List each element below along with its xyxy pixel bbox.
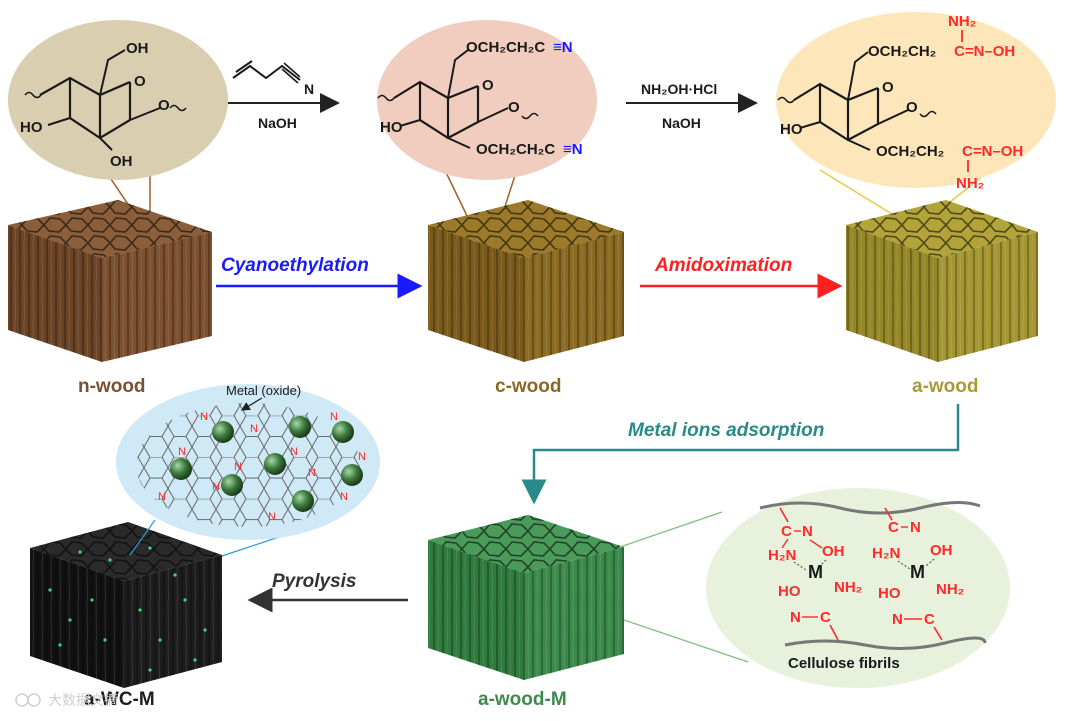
svg-text:N: N xyxy=(358,451,366,463)
left-metal-complex: C N H₂N OH M HO NH₂ N C xyxy=(768,507,862,641)
svg-text:HO: HO xyxy=(878,585,901,602)
nitrile-label: ≡N xyxy=(553,39,573,56)
a-wood-m-label: a-wood-M xyxy=(478,689,567,710)
svg-text:N: N xyxy=(330,411,338,423)
svg-text:OH: OH xyxy=(822,543,845,560)
pyrolysis-label: Pyrolysis xyxy=(272,571,357,592)
hydroxyl-label: HO xyxy=(780,121,803,138)
svg-text:H₂N: H₂N xyxy=(872,545,900,562)
metal-oxide-particles xyxy=(170,416,363,512)
nitrile-label: ≡N xyxy=(563,141,583,158)
ring-oxygen-label: O xyxy=(158,97,170,114)
amidoxime-group-label: C=N–OH xyxy=(954,43,1015,60)
svg-text:N: N xyxy=(178,446,186,458)
pyrolysis-step: Pyrolysis xyxy=(247,571,408,613)
svg-text:N: N xyxy=(212,481,220,493)
svg-text:N: N xyxy=(268,511,276,523)
cellulose-fibrils-label: Cellulose fibrils xyxy=(788,655,900,672)
svg-text:H₂N: H₂N xyxy=(768,547,796,564)
ring-oxygen-label: O xyxy=(482,77,494,94)
right-metal-complex: C N H₂N OH M HO NH₂ N C xyxy=(872,507,964,641)
svg-text:N: N xyxy=(802,523,813,540)
reagent-label: NH₂OH·HCl xyxy=(641,81,717,97)
svg-text:N: N xyxy=(250,423,258,435)
svg-text:C: C xyxy=(888,519,899,536)
metal-adsorption-step: Metal ions adsorption xyxy=(521,404,960,505)
svg-text:N: N xyxy=(340,491,348,503)
metal-center-label: M xyxy=(910,562,925,582)
carbon-matrix-inset: N N N N N N N N N N N N Metal (oxide) xyxy=(116,383,380,557)
svg-text:N: N xyxy=(790,609,801,626)
svg-text:C: C xyxy=(924,611,935,628)
amidoximation-step: Amidoximation xyxy=(640,255,843,299)
structure-ellipse xyxy=(776,12,1056,188)
metal-particle-dots xyxy=(48,546,207,672)
awc-m-block xyxy=(30,522,222,688)
nitrogen-dopants: N N N N N N N N N N N N xyxy=(158,411,366,523)
reagent-label: NaOH xyxy=(662,115,701,131)
hydroxyl-label: HO xyxy=(20,119,43,136)
ring-oxygen-label: O xyxy=(508,99,520,116)
structure-ellipse xyxy=(8,20,228,180)
svg-text:N: N xyxy=(910,519,921,536)
n-wood-block xyxy=(8,200,212,362)
structure-ellipse xyxy=(377,20,597,180)
inset-ellipse xyxy=(706,488,1010,688)
amidoxime-chain-label: OCH₂CH₂ xyxy=(876,143,944,160)
reaction-step-1: N NaOH xyxy=(228,60,340,131)
cyanoethylation-step: Cyanoethylation xyxy=(216,255,423,299)
svg-text:N: N xyxy=(234,461,242,473)
ring-oxygen-label: O xyxy=(882,79,894,96)
svg-text:N: N xyxy=(308,467,316,479)
cyanoethylation-label: Cyanoethylation xyxy=(221,255,369,276)
svg-text:N: N xyxy=(200,411,208,423)
reaction-step-2: NH₂OH·HCl NaOH xyxy=(626,81,758,131)
amidoxime-group-label: C=N–OH xyxy=(962,143,1023,160)
c-wood-label: c-wood xyxy=(495,376,562,397)
cyanoethyl-chain-label: OCH₂CH₂C xyxy=(476,141,555,158)
svg-text:OH: OH xyxy=(930,542,953,559)
n-wood-structure: OH HO OH O O xyxy=(8,20,228,223)
svg-text:C: C xyxy=(820,609,831,626)
amine-label: NH₂ xyxy=(948,13,976,30)
reagent-label: NaOH xyxy=(258,115,297,131)
cellulose-fibril xyxy=(759,501,981,515)
hydroxyl-label: HO xyxy=(380,119,403,136)
acrylonitrile-label: N xyxy=(304,81,314,97)
svg-text:N: N xyxy=(892,611,903,628)
svg-text:N: N xyxy=(158,491,166,503)
hydroxyl-label: OH xyxy=(110,153,133,170)
n-wood-label: n-wood xyxy=(78,376,146,397)
metal-oxide-label: Metal (oxide) xyxy=(226,383,301,398)
process-arrow xyxy=(521,404,960,505)
a-wood-m-block xyxy=(428,515,624,680)
amidoximation-label: Amidoximation xyxy=(654,255,792,276)
watermark: 大数据文摘 xyxy=(15,692,118,708)
ring-oxygen-label: O xyxy=(134,73,146,90)
a-wood-label: a-wood xyxy=(912,376,979,397)
c-wood-block xyxy=(428,200,624,362)
a-wood-structure: NH₂ OCH₂CH₂ C=N–OH HO O O OCH₂CH₂ C=N–OH… xyxy=(776,12,1056,223)
metal-adsorption-label: Metal ions adsorption xyxy=(628,420,824,441)
cyanoethyl-chain-label: OCH₂CH₂C xyxy=(466,39,545,56)
svg-text:NH₂: NH₂ xyxy=(834,579,862,596)
svg-text:C: C xyxy=(781,523,792,540)
amine-label: NH₂ xyxy=(956,175,984,192)
amidoxime-chain-label: OCH₂CH₂ xyxy=(868,43,936,60)
svg-text:NH₂: NH₂ xyxy=(936,581,964,598)
awc-m-label: a-WC-M xyxy=(84,689,155,710)
svg-text:HO: HO xyxy=(778,583,801,600)
metal-complex-inset: C N H₂N OH M HO NH₂ N C C N H₂N OH M xyxy=(619,488,1010,688)
hydroxyl-label: OH xyxy=(126,40,149,57)
svg-text:大数据文摘: 大数据文摘 xyxy=(48,692,118,708)
svg-text:N: N xyxy=(290,446,298,458)
ring-oxygen-label: O xyxy=(906,99,918,116)
a-wood-block xyxy=(846,200,1038,362)
metal-center-label: M xyxy=(808,562,823,582)
c-wood-structure: OCH₂CH₂C ≡N HO O O OCH₂CH₂C ≡N xyxy=(377,20,597,223)
cellulose-fibril xyxy=(784,636,987,651)
